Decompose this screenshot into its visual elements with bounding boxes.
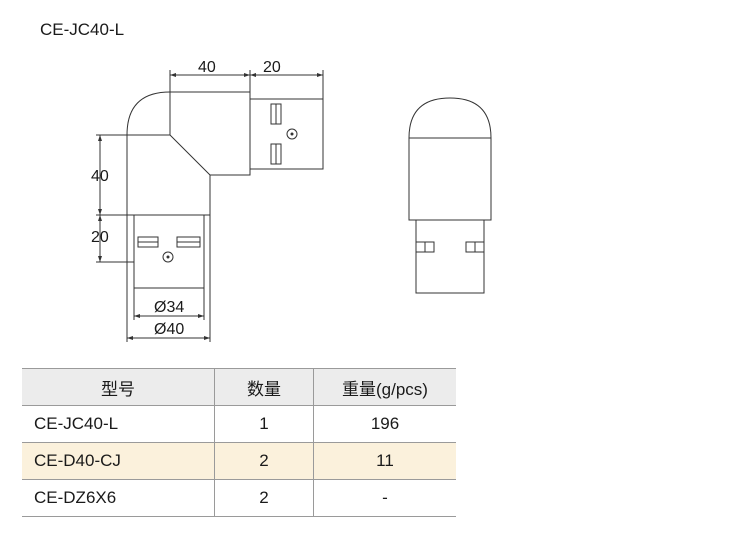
cell-qty: 2 bbox=[214, 442, 314, 480]
dim-top-ext: 20 bbox=[263, 59, 281, 76]
table-row: CE-DZ6X6 2 - bbox=[22, 479, 456, 517]
dim-outer-dia: Ø40 bbox=[154, 321, 184, 338]
bottom-screw-hole bbox=[162, 251, 174, 263]
header-weight: 重量(g/pcs) bbox=[313, 368, 456, 406]
header-model: 型号 bbox=[22, 368, 215, 406]
cell-model: CE-DZ6X6 bbox=[22, 479, 215, 517]
cell-model: CE-D40-CJ bbox=[22, 442, 215, 480]
dim-left-height: 40 bbox=[91, 168, 109, 185]
dim-left-ext: 20 bbox=[91, 229, 109, 246]
dim-top-width: 40 bbox=[198, 59, 216, 76]
cell-weight: - bbox=[313, 479, 456, 517]
technical-drawing: 40 20 40 20 Ø34 Ø40 bbox=[91, 59, 492, 342]
cell-model: CE-JC40-L bbox=[22, 405, 215, 443]
right-screw-hole bbox=[286, 128, 298, 140]
dim-inner-dia: Ø34 bbox=[154, 299, 184, 316]
cell-qty: 2 bbox=[214, 479, 314, 517]
cell-weight: 11 bbox=[313, 442, 456, 480]
drawing-title: CE-JC40-L bbox=[40, 20, 125, 39]
end-view-body bbox=[408, 97, 492, 221]
cell-qty: 1 bbox=[214, 405, 314, 443]
cell-weight: 196 bbox=[313, 405, 456, 443]
header-qty: 数量 bbox=[214, 368, 314, 406]
bottom-plug bbox=[133, 214, 205, 289]
table-header-row: 型号 数量 重量(g/pcs) bbox=[22, 368, 456, 406]
table-row: CE-JC40-L 1 196 bbox=[22, 405, 456, 443]
end-view-plug bbox=[415, 219, 485, 294]
table-row: CE-D40-CJ 2 11 bbox=[22, 442, 456, 480]
spec-table: 型号 数量 重量(g/pcs) CE-JC40-L 1 196 CE-D40-C… bbox=[22, 368, 456, 517]
